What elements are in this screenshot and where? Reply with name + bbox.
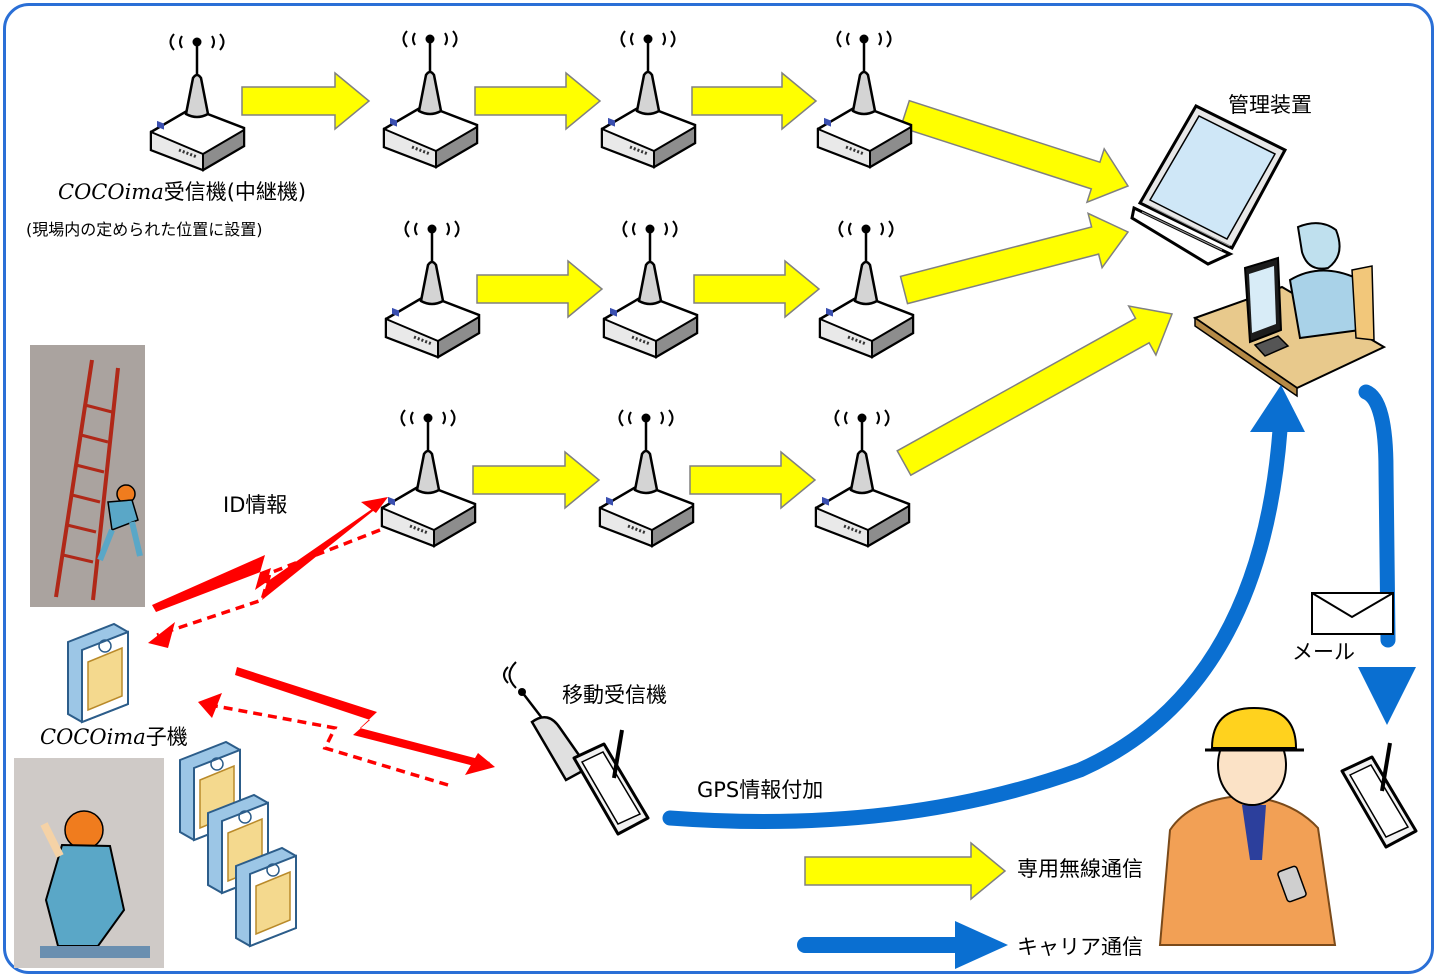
wireless-links [152,497,495,775]
management-label: 管理装置 [1228,93,1312,117]
wireless-router-icon [149,32,246,172]
desk-operator-icon [1192,222,1387,398]
child-unit-label: COCOima子機 [40,725,188,749]
dedicated-wireless-arrow [899,99,1130,204]
dedicated-wireless-arrow [689,450,817,510]
legend-carrier-label: キャリア通信 [1017,935,1143,959]
receiver-note: (現場内の定められた位置に設置) [26,220,263,239]
dedicated-wireless-arrow [804,841,1007,901]
wireless-router-icon [380,408,477,548]
dedicated-wireless-arrow [472,450,601,510]
dedicated-wireless-arrow [693,259,821,319]
crouching-worker-image [14,758,164,968]
diagram-frame [3,3,1434,974]
wireless-router-icon [384,219,481,359]
climbing-worker-image [30,345,145,607]
dedicated-wireless-arrow [241,71,371,131]
envelope-icon [1311,592,1394,635]
laptop-icon [1130,104,1288,266]
supervisor-image [1158,706,1337,946]
carrier-links [662,384,1396,953]
child-device-icon [67,623,129,723]
dedicated-wireless-arrow [476,259,604,319]
wireless-router-icon [600,29,697,169]
dedicated-wireless-arrow [896,304,1174,477]
dedicated-wireless-arrow [474,71,602,131]
wireless-router-icon [382,29,479,169]
gps-label: GPS情報付加 [697,778,824,802]
receiver-label: COCOima受信機(中継機) [58,180,307,204]
wireless-router-icon [816,29,913,169]
mobile-receiver-icon [503,661,650,836]
legend-dedicated-label: 専用無線通信 [1017,857,1143,881]
wireless-router-icon [602,219,699,359]
dedicated-wireless-arrow [899,212,1130,305]
child-device-icon [235,847,297,947]
wireless-router-icon [814,408,911,548]
dedicated-wireless-arrow [691,71,818,131]
tablet-with-stylus-icon [1340,741,1418,849]
wireless-router-icon [818,219,915,359]
wireless-router-icon [598,408,695,548]
id-info-label: ID情報 [223,493,288,517]
mobile-receiver-label: 移動受信機 [562,683,667,707]
mail-label: メール [1292,640,1355,664]
